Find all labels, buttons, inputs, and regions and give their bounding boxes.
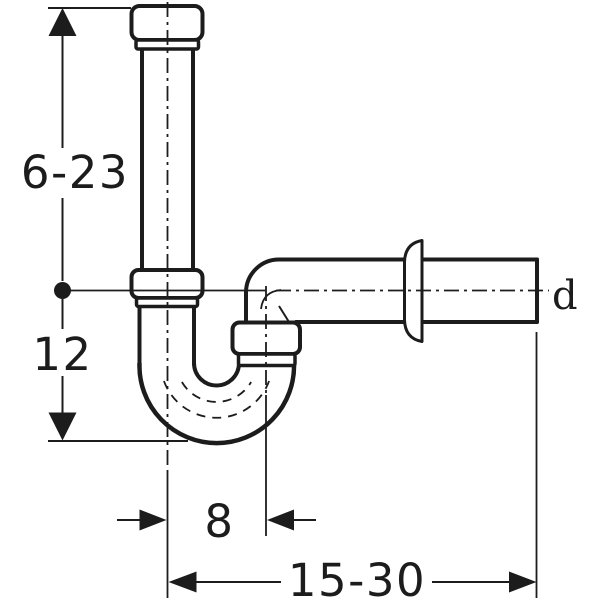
label-trap-depth: 12 xyxy=(32,328,92,381)
outlet-pipe xyxy=(244,257,539,326)
dimension-inlet-height xyxy=(48,7,266,442)
label-offset: 8 xyxy=(204,495,234,548)
elbow-inner-fillet xyxy=(260,289,282,310)
wall-flange xyxy=(403,239,424,343)
arrow-down xyxy=(48,412,77,441)
arrow-right xyxy=(139,509,167,531)
arrow-left xyxy=(168,571,197,593)
center-lines xyxy=(166,2,549,470)
label-inlet-height: 6-23 xyxy=(21,146,129,199)
trap-u-bend xyxy=(137,362,297,446)
arrow-left xyxy=(267,509,294,531)
elbow-outer-edge xyxy=(244,257,539,326)
u-bend-outer-arc xyxy=(137,362,297,446)
dimension-offset xyxy=(117,395,316,598)
arrow-right xyxy=(509,571,537,593)
elbow-socket-edge xyxy=(278,305,290,323)
u-bend-inner-arc xyxy=(192,362,241,388)
dimension-outlet-length xyxy=(168,332,538,598)
outlet-union-nut xyxy=(230,320,302,368)
label-diameter: d xyxy=(552,273,578,319)
label-outlet-length: 15-30 xyxy=(288,554,426,600)
hidden-water-line-outer xyxy=(163,380,270,419)
arrow-up xyxy=(48,8,77,36)
inlet-pipe xyxy=(137,46,196,366)
hidden-water-line-inner xyxy=(181,381,252,403)
